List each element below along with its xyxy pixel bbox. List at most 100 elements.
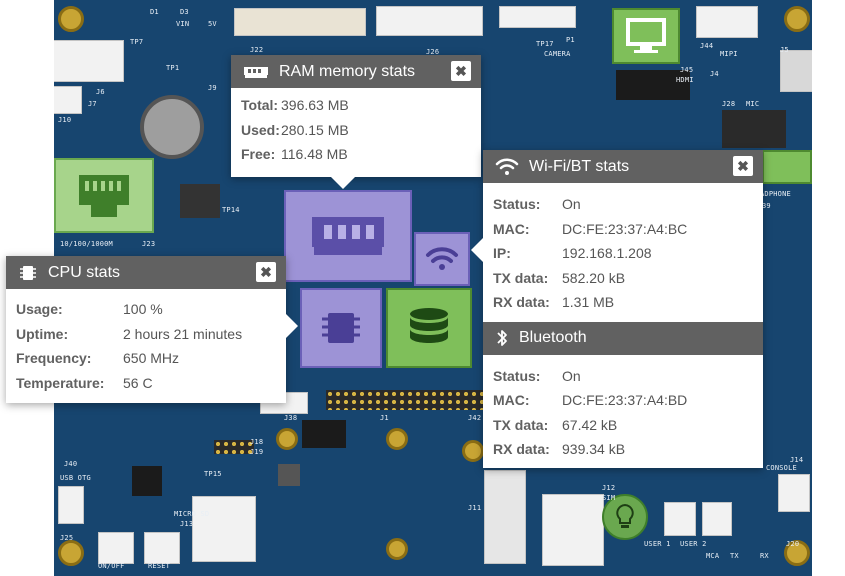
mount-hole [386,428,408,450]
wifi-panel-pointer [471,238,483,262]
wifi-close-button[interactable]: ✖ [733,156,753,176]
silk-label: J1 [380,414,389,422]
cpu-usage-label: Usage: [16,301,63,318]
silk-label: TP17 [536,40,554,48]
cpu-close-button[interactable]: ✖ [256,262,276,282]
cpu-uptime-value: 2 hours 21 minutes [123,325,243,342]
silk-label: J9 [208,84,217,92]
wifi-icon [495,158,519,176]
silk-label: D1 [150,8,159,16]
cpu-tile[interactable] [300,288,382,368]
wifi-status-label: Status: [493,196,541,213]
chip [302,420,346,448]
cpu-stats-panel: CPU stats ✖ Usage: 100 % Uptime:2 hours 2… [6,256,298,403]
wifi-rx-label: RX data: [493,294,550,311]
silk-label: J42 [468,414,482,422]
bt-rx-value: 939.34 kB [562,441,626,458]
bt-row-tx: TX data:67.42 kB [493,413,763,438]
bt-status-label: Status: [493,367,541,384]
cpu-row-usage: Usage: 100 % [16,297,286,322]
ram-free-label: Free: [241,146,276,163]
silk-label: USER 2 [680,540,707,548]
ram-icon [243,65,269,79]
ethernet-tile [54,158,154,233]
bt-status-value: On [562,367,581,384]
silk-label: J14 [790,456,804,464]
silk-label: J23 [142,240,156,248]
audio-jack [722,110,786,148]
silk-label: J38 [284,414,298,422]
sd-slot [192,496,256,562]
silk-label: J13 [180,520,194,528]
silk-label: J7 [88,100,97,108]
silk-label: D3 [180,8,189,16]
silk-label: 10/100/1000M [60,240,113,248]
cpu-icon [18,263,38,283]
wifi-mac-value: DC:FE:23:37:A4:BC [562,220,688,237]
silk-label: ON/OFF [98,562,125,570]
mount-hole [462,440,484,462]
ram-row-free: Free:116.48 MB [241,142,481,167]
ram-tile[interactable] [284,190,412,282]
wifi-tile[interactable] [414,232,470,286]
ram-panel-title: RAM memory stats [279,62,416,80]
wifi-bt-stats-panel: Wi-Fi/BT stats ✖ Status:On MAC:DC:FE:23:… [471,150,763,468]
led-bulb-tile[interactable] [602,494,648,540]
silk-label: TP14 [222,206,240,214]
mount-hole [276,428,298,450]
silk-label: J4 [710,70,719,78]
silk-label: P1 [566,36,575,44]
mount-hole [58,6,84,32]
cpu-temperature-label: Temperature: [16,374,105,391]
silk-label: 39 [762,202,771,210]
wifi-row-mac: MAC: DC:FE:23:37:A4:BC [493,217,763,242]
silk-label: J18 [250,438,264,446]
ram-panel-pointer [331,177,355,189]
cpu-row-uptime: Uptime:2 hours 21 minutes [16,322,286,347]
silk-label: J40 [64,460,78,468]
bt-row-mac: MAC:DC:FE:23:37:A4:BD [493,388,763,413]
silk-label: CAMERA [544,50,571,58]
bt-mac-label: MAC: [493,392,530,409]
ram-used-value: 280.15 MB [281,121,349,138]
storage-tile[interactable] [386,288,472,368]
mount-hole [784,6,810,32]
bt-rx-label: RX data: [493,441,550,458]
sim-slot [542,494,604,566]
silk-label: TX [730,552,739,560]
wifi-row-tx: TX data:582.20 kB [493,266,763,291]
monitor-icon [626,18,666,53]
silk-label: MIC [746,100,760,108]
mipi-connector [696,6,758,38]
bt-row-status: Status: On [493,364,763,389]
ram-close-button[interactable]: ✖ [451,61,471,81]
bt-row-rx: RX data: 939.34 kB [493,437,763,462]
silk-label: J5 [780,46,789,54]
cpu-panel-pointer [286,314,298,338]
ram-chip-icon [312,217,384,255]
silk-label: MICRO SD [174,510,210,518]
wifi-mac-label: MAC: [493,220,530,237]
silk-label: CONSOLE [766,464,797,472]
cpu-frequency-value: 650 MHz [123,350,180,367]
silk-label: VIN [176,20,190,28]
bt-tx-label: TX data: [493,416,549,433]
silk-label: J22 [250,46,264,54]
wifi-signal-icon [426,247,458,270]
ram-total-value: 396.63 MB [281,97,349,114]
silk-label: USER 1 [644,540,671,548]
user-button [702,502,732,536]
silk-label: J20 [786,540,800,548]
ram-panel-header: RAM memory stats ✖ [231,55,481,88]
antenna-connector [780,50,812,92]
silk-label: J12 [602,484,616,492]
wifi-row-status: Status:On [493,192,763,217]
wifi-tx-value: 582.20 kB [562,269,626,286]
usb-otg-port [58,486,84,524]
mount-hole [58,540,84,566]
headphone-tile [762,150,812,184]
cpu-usage-value: 100 % [123,301,163,318]
cpu-panel-header: CPU stats ✖ [6,256,286,289]
silk-label: 5V [208,20,217,28]
cpu-temperature-value: 56 C [123,374,153,391]
